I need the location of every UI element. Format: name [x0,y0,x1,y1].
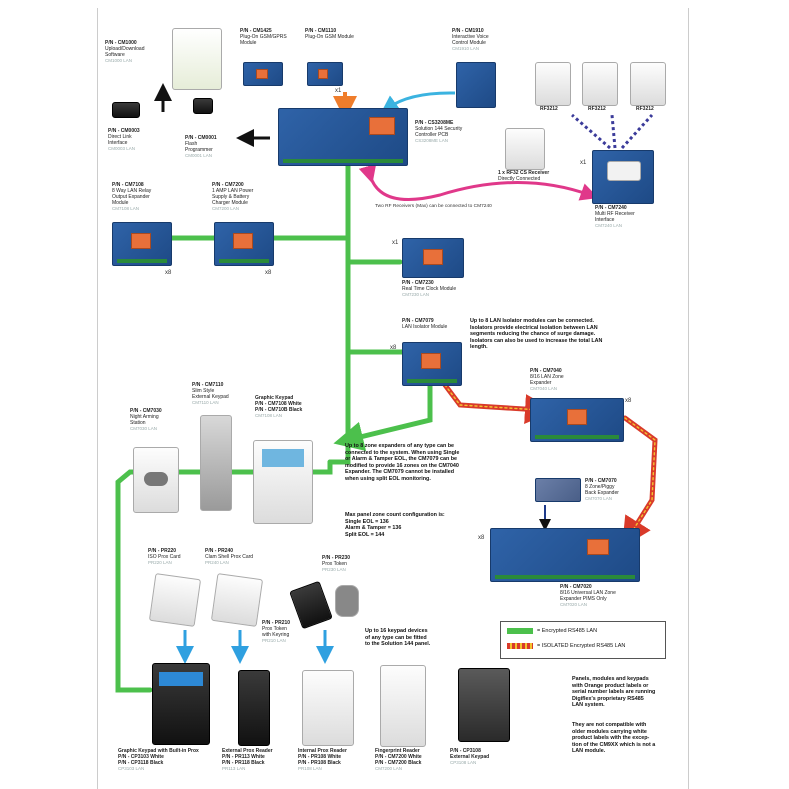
piggy-back-expander [535,478,581,502]
software-box [172,28,222,90]
voice-module [456,62,496,108]
direct-link-cable [112,102,140,118]
lan-isolator [402,342,462,386]
graphic-prox-keypad [152,663,210,745]
flash-programmer [193,98,213,114]
rf-receiver-2 [582,62,618,106]
label-note: Panels, modules and keypads with Orange … [572,676,656,709]
rf-receiver-direct [505,128,545,170]
graphic-keypad [253,440,313,524]
rf-link [358,163,599,201]
qty-relay: x8 [165,270,172,276]
qty-zone: x8 [625,398,632,404]
real-time-clock [402,238,464,278]
gsm-module [307,62,343,86]
qty-gsm: x1 [335,88,342,94]
isolated-lan [442,382,658,548]
compat-note: They are not compatible with older modul… [572,722,656,755]
rf-note: Two RF Receivers (Max) can be connected … [375,204,492,209]
external-prox-reader [238,670,270,746]
rf-dots [571,113,654,150]
internal-prox-reader [302,670,354,746]
label-rf1: RF3212 [540,106,558,112]
label-rf2: RF3212 [588,106,606,112]
legend: = Encrypted RS485 LAN = ISOLATED Encrypt… [500,621,666,659]
keypad-note: Up to 16 keypad devices of any type can … [365,628,431,648]
qty-universal: x8 [478,535,485,541]
power-supply-module [214,222,274,266]
qty-clock: x1 [392,240,399,246]
page-frame [97,8,689,789]
night-arming-station [133,447,179,513]
universal-zone-expander [490,528,640,582]
voice-link [380,91,456,114]
zone-note: Up to 8 zone expanders of any type can b… [345,443,460,482]
legend-red: = ISOLATED Encrypted RS485 LAN [507,643,625,649]
relay-expander [112,222,172,266]
label-rf3: RF3212 [636,106,654,112]
clam-prox-card [210,573,264,627]
controller-pcb [278,108,408,166]
zone-expander [530,398,624,442]
rf-receiver-3 [630,62,666,106]
multi-rf-interface [592,150,654,204]
isolator-note: Up to 8 LAN Isolator modules can be conn… [470,318,603,351]
rf-receiver-1 [535,62,571,106]
qty-power: x8 [265,270,272,276]
iso-prox-card [148,573,202,627]
slim-keypad [200,415,232,511]
qty-isolator: x8 [390,345,397,351]
prox-arrows [176,630,334,664]
max-zone-note: Max panel zone count configuration is: S… [345,512,445,538]
legend-green: = Encrypted RS485 LAN [507,628,597,634]
external-keypad [458,668,510,742]
qty-rf: x1 [580,160,587,166]
gsm-gprs-module [243,62,283,86]
fingerprint-reader [380,665,426,747]
prox-token [335,585,359,617]
